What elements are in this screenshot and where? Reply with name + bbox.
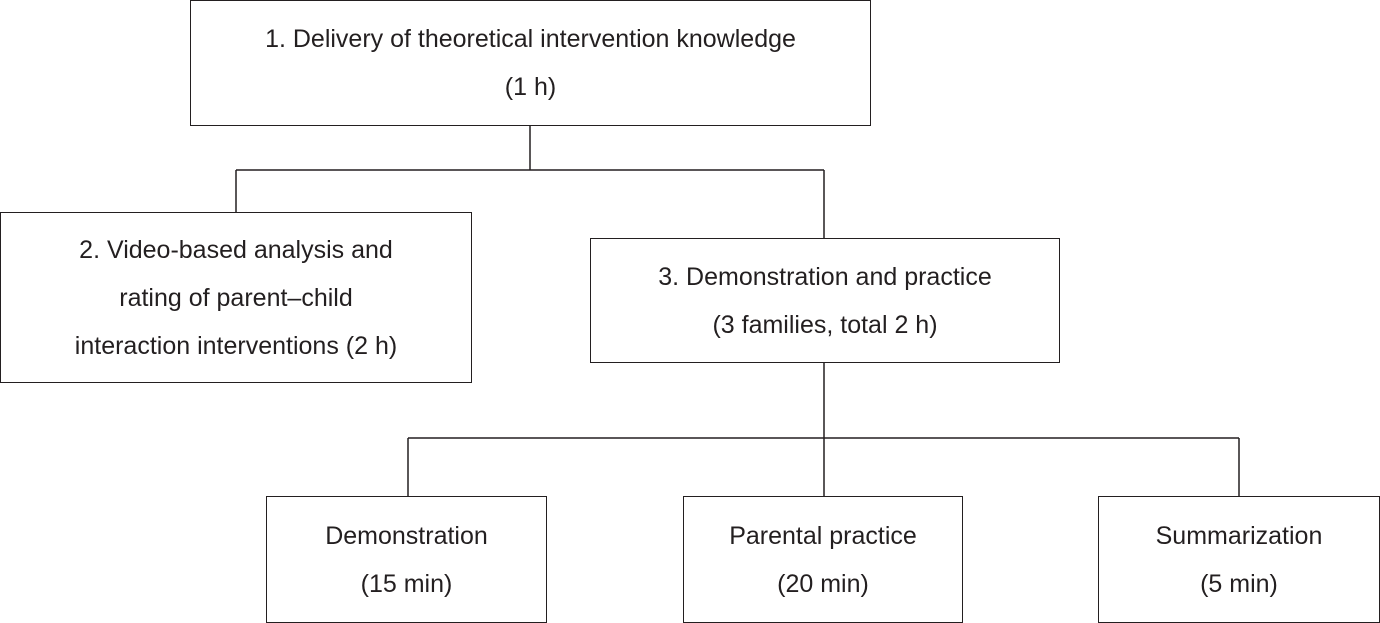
node-step2-line-1: 2. Video-based analysis and [79, 235, 393, 264]
node-parental-practice: Parental practice (20 min) [683, 496, 963, 623]
node-step1-theoretical-knowledge: 1. Delivery of theoretical intervention … [190, 0, 871, 126]
node-parental-practice-line-2: (20 min) [777, 569, 869, 598]
node-step3-demonstration-practice: 3. Demonstration and practice (3 familie… [590, 238, 1060, 363]
node-summarization-line-1: Summarization [1155, 521, 1323, 550]
node-step3-line-2: (3 families, total 2 h) [712, 310, 938, 339]
node-demonstration-line-1: Demonstration [325, 521, 488, 550]
node-step1-line-1: 1. Delivery of theoretical intervention … [265, 25, 796, 53]
node-step3-line-1: 3. Demonstration and practice [658, 262, 992, 291]
node-parental-practice-line-1: Parental practice [729, 521, 917, 550]
node-demonstration-line-2: (15 min) [360, 569, 453, 598]
node-summarization: Summarization (5 min) [1098, 496, 1380, 623]
node-step2-line-2: rating of parent–child [119, 283, 353, 312]
node-step2-line-3: interaction interventions (2 h) [74, 331, 398, 360]
node-summarization-line-2: (5 min) [1200, 569, 1278, 598]
node-step1-line-2: (1 h) [504, 73, 557, 101]
node-demonstration: Demonstration (15 min) [266, 496, 547, 623]
node-step2-video-analysis: 2. Video-based analysis and rating of pa… [0, 212, 472, 383]
